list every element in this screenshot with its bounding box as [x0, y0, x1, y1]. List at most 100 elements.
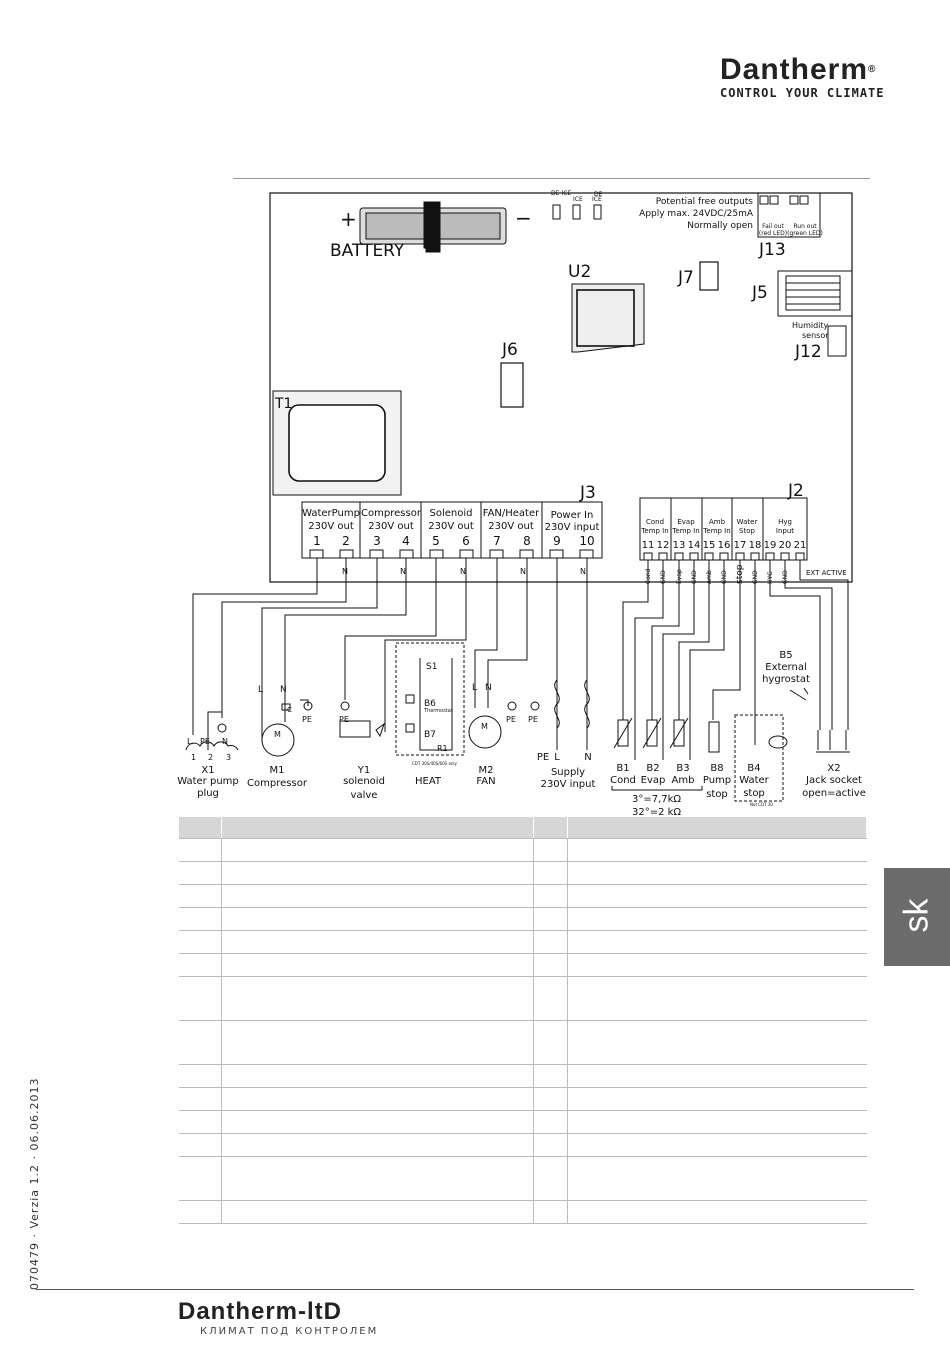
heat-note: CDT 30S/40S/60S only: [412, 761, 458, 766]
potential-free-outputs: Potential free outputs Apply max. 24VDC/…: [639, 197, 754, 231]
x1-pin-1: 1: [191, 753, 196, 762]
label-b4-3: stop: [743, 788, 765, 799]
heater-circuit: S1 B6 Thermostat B7 R1 CDT 30S/40S/60S o…: [395, 642, 465, 766]
j2-block-3-sub: Temp In: [702, 527, 730, 535]
j2-pin-15: 15: [703, 540, 716, 551]
j3-block-4-sub: 230V out: [488, 521, 534, 532]
wires-j2: [622, 560, 849, 760]
resistance-1: 3°=7,7kΩ: [632, 794, 681, 805]
humidity-label-2: sensor: [802, 331, 829, 340]
label-x2-2: Jack socket: [805, 775, 862, 786]
label-m1-2: Compressor: [247, 778, 308, 789]
chip-u2-label: U2: [568, 262, 591, 282]
components-table: [179, 817, 867, 1224]
x1-pin-3: 3: [226, 753, 231, 762]
j2-block-2-sub: Temp In: [671, 527, 699, 535]
connector-j7: [699, 261, 719, 291]
label-b8-3: stop: [706, 789, 728, 800]
j2-pin-18: 18: [749, 540, 762, 551]
wires-j3: [192, 558, 588, 750]
battery: + − BATTERY: [330, 201, 532, 261]
m1-pin-l: L: [258, 685, 263, 695]
j2-block-5-sub: Input: [776, 527, 794, 535]
connector-label-j3: J3: [579, 483, 596, 503]
j2-block-2-title: Evap: [677, 518, 695, 526]
m1-pe: PE: [302, 715, 312, 724]
fail-out-label-1: Fail out: [762, 223, 784, 230]
connector-label-j2: J2: [787, 481, 804, 501]
m2-pe: PE: [506, 715, 516, 724]
header-divider: [233, 178, 870, 179]
j3-pin-5: 5: [432, 534, 440, 548]
label-b2-2: Evap: [641, 775, 666, 786]
ext-active-label: EXT ACTIVE: [806, 569, 847, 577]
j2-block-5-title: Hyg: [778, 518, 792, 526]
fan-motor: M L N PE PE: [468, 683, 540, 749]
label-m1-1: M1: [270, 765, 285, 776]
label-supply-pe: PE: [537, 752, 549, 763]
label-b3-2: Amb: [672, 775, 695, 786]
j2-block-3-title: Amb: [709, 518, 726, 526]
connector-j6: [500, 362, 524, 408]
j2-pin-17: 17: [734, 540, 747, 551]
fail-out-label-2: (red LED): [759, 230, 787, 237]
j3-block-5-sub: 230V input: [545, 522, 600, 533]
j3-pin-7: 7: [493, 534, 501, 548]
humidity-label-1: Humidity: [792, 321, 829, 330]
label-b4-1: B4: [747, 763, 760, 774]
connector-label-j6: J6: [501, 340, 518, 360]
table-row: [179, 953, 867, 977]
table-row: [179, 884, 867, 908]
table-header: [179, 817, 867, 839]
n-label-10: N: [580, 567, 586, 576]
battery-plus: +: [340, 207, 357, 231]
label-x1-2: Water pump: [177, 776, 239, 787]
heat-b7: B7: [424, 730, 436, 740]
table-row: [179, 1110, 867, 1134]
component-labels: X1 Water pump plug M1 Compressor Y1 sole…: [177, 752, 866, 801]
status-leds: DE-ICE ICE ICE DE: [551, 190, 603, 220]
j3-pin-10: 10: [579, 534, 594, 548]
label-x1-1: X1: [201, 765, 214, 776]
j2-pin-20: 20: [779, 540, 792, 551]
j3-pin-1: 1: [313, 534, 321, 548]
j3-block-1-title: WaterPump: [302, 508, 360, 519]
n-label-2: N: [342, 567, 348, 576]
run-out-label-1: Run out: [793, 223, 817, 230]
j3-pin-4: 4: [402, 534, 410, 548]
m1-symbol: M: [274, 730, 281, 739]
label-b3-1: B3: [676, 763, 689, 774]
heat-thermostat: Thermostat: [423, 708, 453, 714]
transformer-t1: T1: [272, 390, 402, 496]
j2-pin-14: 14: [688, 540, 701, 551]
label-m2-2: FAN: [476, 776, 495, 787]
j3-block-2-sub: 230V out: [368, 521, 414, 532]
jack-socket: [816, 730, 850, 753]
m2-symbol: M: [481, 722, 488, 731]
label-b8-1: B8: [710, 763, 723, 774]
solenoid-valve: PE: [339, 701, 385, 738]
heat-r1: R1: [437, 744, 448, 753]
m2-pin-n: N: [485, 683, 492, 693]
j2-pin-19: 19: [764, 540, 777, 551]
led-label-de: DE: [594, 191, 603, 198]
table-row: [179, 838, 867, 862]
j3-pin-9: 9: [553, 534, 561, 548]
j3-pin-3: 3: [373, 534, 381, 548]
water-stop-float: Not CDT 30: [734, 714, 788, 807]
label-b1-1: B1: [616, 763, 629, 774]
temperature-sensors: [613, 717, 689, 749]
label-y1-3: valve: [351, 790, 378, 801]
x1-pin-pe: PE: [200, 737, 210, 746]
label-supply-n: N: [584, 752, 591, 763]
led-label-deice: DE-ICE: [551, 190, 572, 197]
footer-brand-tagline: КЛИМАТ ПОД КОНТРОЛЕМ: [200, 1326, 379, 1337]
connector-j12: [827, 325, 847, 357]
label-m2-1: M2: [479, 765, 494, 776]
j2-terminals: [643, 552, 805, 561]
pump-stop-switch: [708, 721, 720, 753]
brand-logo-bottom: Dantherm-ltD КЛИМАТ ПОД КОНТРОЛЕМ: [178, 1298, 378, 1337]
chip-u2: U2: [568, 262, 645, 353]
j3-terminals: [309, 549, 594, 559]
outputs-note-3: Normally open: [687, 221, 753, 231]
